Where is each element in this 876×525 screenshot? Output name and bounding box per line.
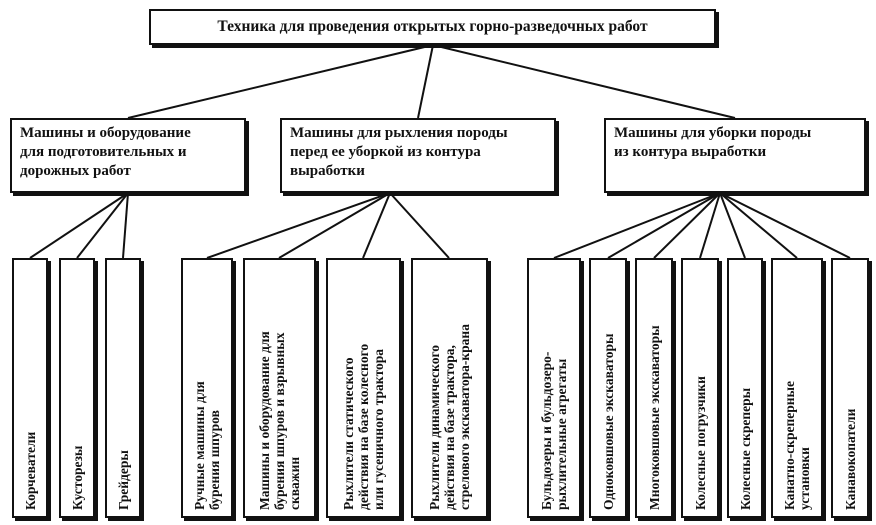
leaf-stump-pullers: Корчеватели — [12, 258, 48, 518]
leaf-line: бурения шпуров и взрывных — [272, 332, 287, 510]
leaf-wheel-scrapers: Колесные скреперы — [727, 258, 763, 518]
leaf-dynamic-rippers: Рыхлители динамического действия на базе… — [411, 258, 488, 518]
category-connector — [278, 192, 391, 259]
category-rock-loosening-machines: Машины для рыхления породы перед ее убор… — [280, 118, 556, 193]
category-connector — [76, 192, 129, 259]
category-connector — [362, 192, 391, 259]
category-line: Машины для уборки породы — [614, 125, 812, 141]
category-line: Машины и оборудование — [20, 125, 191, 141]
leaf-line: Рыхлители статического — [341, 357, 356, 511]
category-connector — [719, 192, 746, 259]
leaf-line: Корчеватели — [22, 431, 38, 510]
category-connector — [719, 192, 851, 259]
category-connector — [607, 192, 721, 259]
leaf-hand-drilling-machines: Ручные машины для бурения шпуров — [181, 258, 233, 518]
leaf-multi-bucket-excavators: Многоковшовые экскаваторы — [635, 258, 673, 518]
leaf-single-bucket-excavators: Одноковшовые экскаваторы — [589, 258, 627, 518]
category-preparatory-road-machines: Машины и оборудование для подготовительн… — [10, 118, 246, 193]
leaf-line: Колесные погрузчики — [692, 376, 708, 510]
leaf-cable-scraper-units: Канатно-скреперные установки — [771, 258, 823, 518]
leaf-line: Канавокопатели — [842, 408, 858, 510]
category-connector — [719, 192, 798, 259]
leaf-borehole-drilling-machines: Машины и оборудование для бурения шпуров… — [243, 258, 316, 518]
leaf-line: Ручные машины для — [192, 381, 207, 510]
category-connector — [122, 192, 129, 259]
category-line: из контура выработки — [614, 144, 767, 160]
leaf-line: Одноковшовые экскаваторы — [600, 333, 616, 510]
root-node: Техника для проведения открытых горно-ра… — [149, 9, 716, 45]
leaf-wheel-loaders: Колесные погрузчики — [681, 258, 719, 518]
root-title: Техника для проведения открытых горно-ра… — [217, 18, 648, 35]
category-connector — [29, 192, 129, 259]
leaf-line: Кусторезы — [69, 445, 85, 510]
category-connector — [653, 192, 721, 259]
leaf-trenchers: Канавокопатели — [831, 258, 869, 518]
leaf-line: Рыхлители динамического — [427, 344, 442, 510]
leaf-static-rippers: Рыхлители статического действия на базе … — [326, 258, 401, 518]
root-connector — [417, 44, 434, 119]
leaf-line: бурения шпуров — [207, 410, 222, 510]
leaf-line: рыхлительные агрегаты — [554, 358, 569, 510]
leaf-line: Бульдозеры и бульдозеро- — [539, 351, 554, 510]
leaf-line: Машины и оборудование для — [257, 331, 272, 510]
leaf-line: стрелового экскаватора-крана — [457, 324, 472, 510]
category-connector — [206, 192, 391, 259]
category-connector — [699, 192, 721, 259]
leaf-line: установки — [797, 447, 812, 510]
leaf-bulldozers: Бульдозеры и бульдозеро- рыхлительные аг… — [527, 258, 581, 518]
category-line: Машины для рыхления породы — [290, 125, 508, 141]
category-line: выработки — [290, 163, 365, 179]
leaf-line: Колесные скреперы — [737, 387, 753, 510]
root-connector — [127, 44, 434, 119]
category-connector — [553, 192, 721, 259]
category-line: перед ее уборкой из контура — [290, 144, 481, 160]
leaf-line: скважин — [287, 456, 302, 510]
category-line: дорожных работ — [20, 163, 131, 179]
leaf-brush-cutters: Кусторезы — [59, 258, 95, 518]
leaf-line: действия на базе колесного — [356, 343, 371, 510]
leaf-line: или гусеничного трактора — [371, 348, 386, 510]
leaf-line: Канатно-скреперные — [782, 380, 797, 510]
leaf-line: Многоковшовые экскаваторы — [646, 325, 662, 510]
leaf-line: Грейдеры — [115, 450, 131, 510]
category-rock-removal-machines: Машины для уборки породы из контура выра… — [604, 118, 866, 193]
leaf-graders: Грейдеры — [105, 258, 141, 518]
leaf-line: действия на базе трактора, — [442, 345, 457, 510]
root-connector — [432, 44, 736, 119]
category-line: для подготовительных и — [20, 144, 187, 160]
category-connector — [389, 192, 450, 259]
